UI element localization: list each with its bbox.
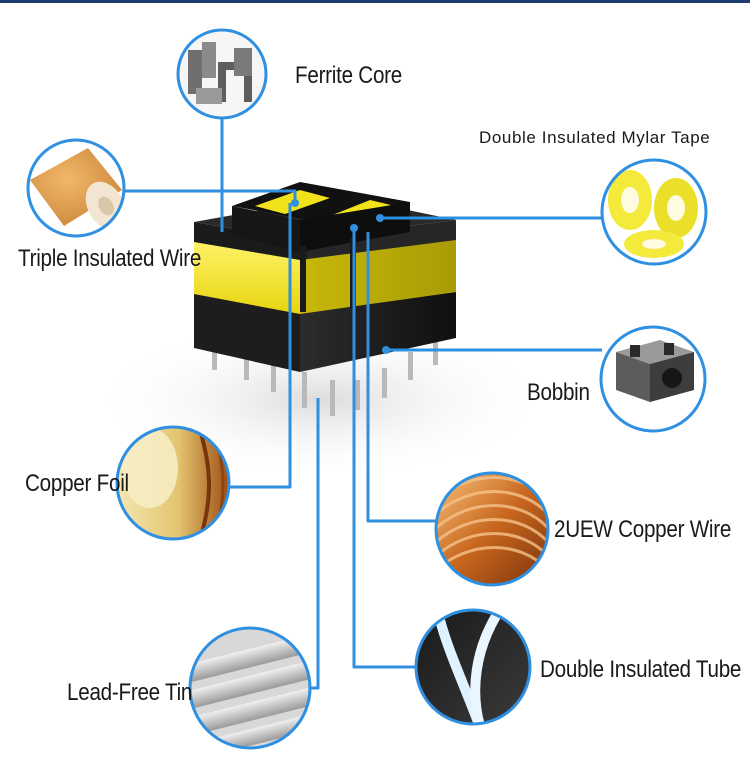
label-bobbin: Bobbin — [527, 379, 590, 406]
lead-free-tin-thumbnail — [188, 626, 312, 750]
label-insulated-tube: Double Insulated Tube — [540, 656, 742, 683]
top-accent-bar — [0, 0, 750, 3]
label-mylar-tape: Double Insulated Mylar Tape — [479, 128, 711, 147]
label-lead-free-tin: Lead-Free Tin — [67, 679, 193, 706]
label-copper-foil: Copper Foil — [25, 470, 129, 497]
ferrite-core-thumbnail — [176, 28, 268, 120]
connector-tube — [352, 228, 416, 669]
connector-foil — [229, 203, 292, 489]
transformer — [194, 182, 456, 416]
transformer-pins — [212, 340, 438, 416]
connector-lines — [124, 118, 603, 690]
triple-insulated-wire-thumbnail — [26, 138, 126, 238]
bobbin-thumbnail — [599, 325, 707, 433]
label-ferrite-core: Ferrite Core — [295, 62, 403, 89]
label-copper-wire: 2UEW Copper Wire — [554, 516, 732, 543]
connector-dots — [291, 199, 390, 354]
mylar-tape-thumbnail — [600, 158, 708, 266]
connector-wire — [366, 232, 436, 523]
insulated-tube-thumbnail — [414, 608, 532, 726]
connector-tin — [310, 398, 320, 690]
label-triple-insulated-wire: Triple Insulated Wire — [18, 245, 202, 272]
copper-wire-thumbnail — [434, 471, 550, 587]
copper-foil-thumbnail — [115, 425, 231, 541]
